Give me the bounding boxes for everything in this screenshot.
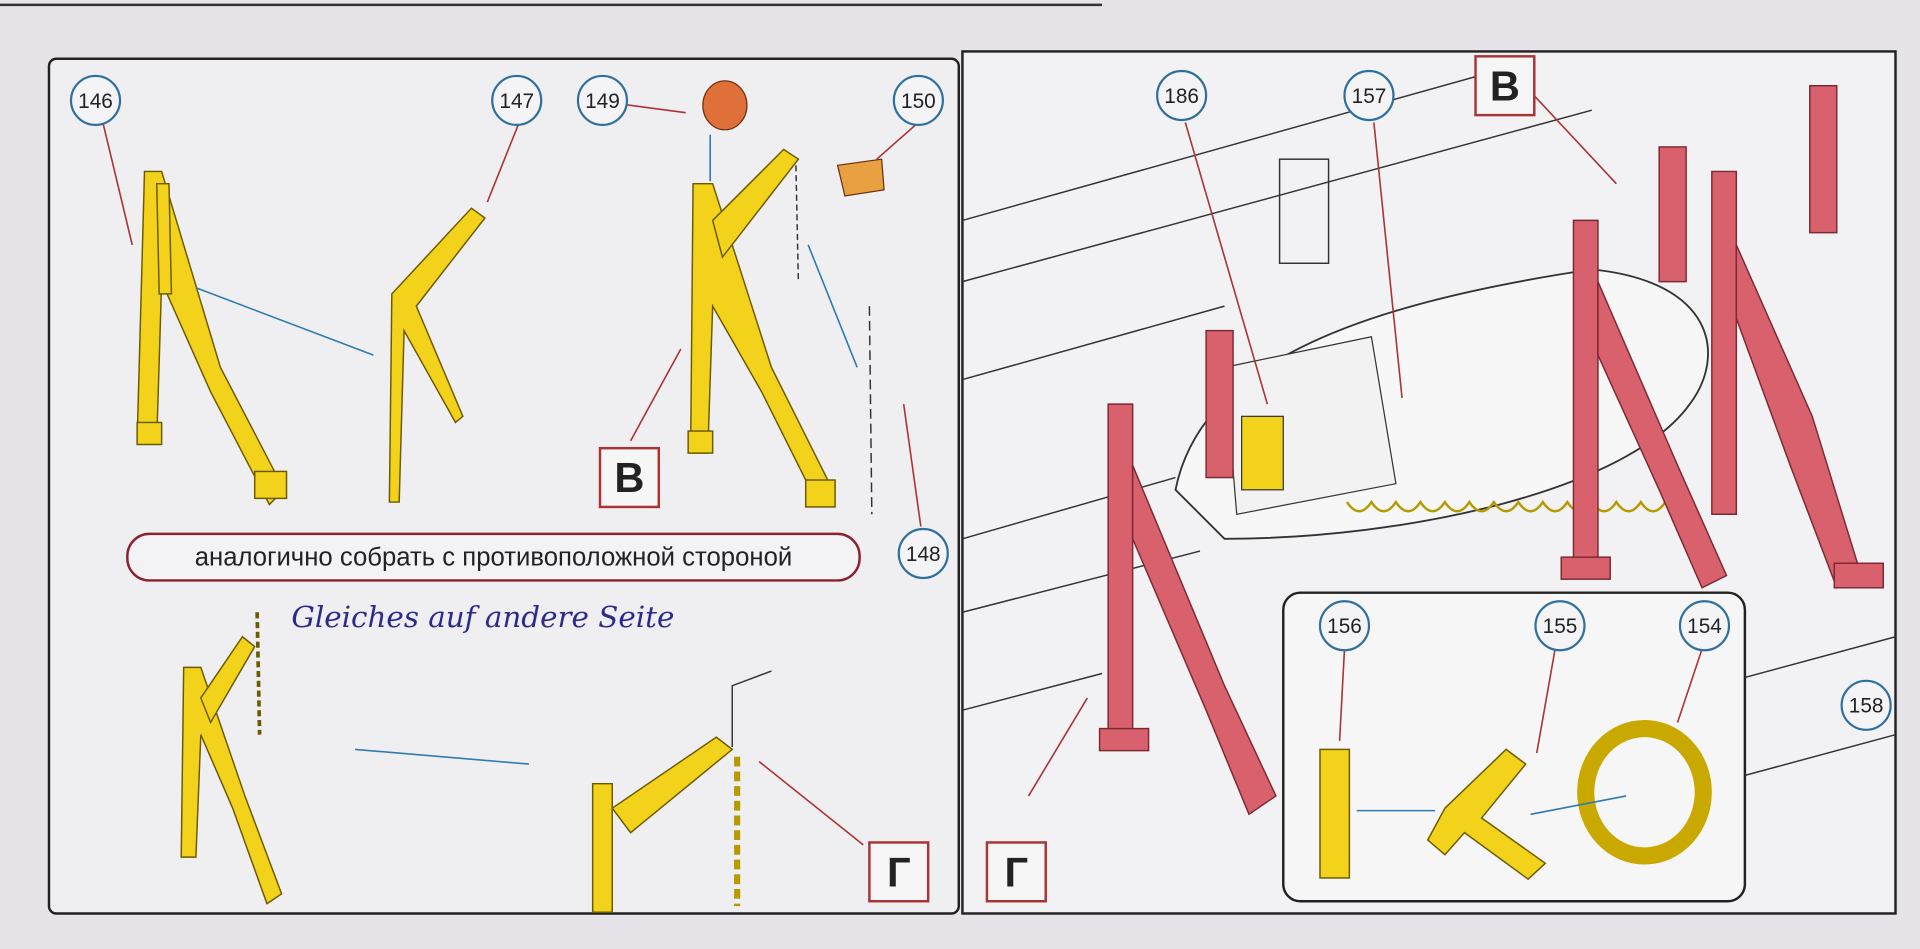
svg-text:аналогично собрать с противопо: аналогично собрать с противоположной сто… xyxy=(195,544,793,572)
callout-156: 156 xyxy=(1318,600,1371,652)
callout-150: 150 xyxy=(892,74,944,127)
davit-rear-2 xyxy=(1711,84,1884,589)
part-155 xyxy=(1426,748,1547,881)
svg-text:Г: Г xyxy=(887,849,911,896)
callout-155: 155 xyxy=(1534,600,1586,652)
svg-text:147: 147 xyxy=(499,90,534,113)
callout-186: 186 xyxy=(1156,69,1208,122)
svg-text:158: 158 xyxy=(1849,695,1884,718)
callout-157: 157 xyxy=(1343,69,1395,122)
davit-rear-1 xyxy=(1560,146,1728,589)
part-147-arm xyxy=(388,207,486,503)
part-149-pulley xyxy=(702,80,748,131)
handwritten-note: Gleiches auf andere Seite xyxy=(291,600,674,634)
davit-front xyxy=(1098,329,1277,816)
callout-149: 149 xyxy=(576,74,629,127)
right-panel: 186 157 156 155 154 158 В Г xyxy=(961,50,1897,915)
assembled-frame xyxy=(687,148,873,515)
callout-146: 146 xyxy=(69,74,122,127)
part-156 xyxy=(1319,748,1351,879)
callout-154: 154 xyxy=(1678,600,1731,652)
svg-text:186: 186 xyxy=(1164,85,1199,108)
detail-inset xyxy=(1282,591,1747,903)
assembly-note: аналогично собрать с противоположной сто… xyxy=(126,532,861,582)
svg-text:156: 156 xyxy=(1327,615,1362,638)
view-label-g-right: Г xyxy=(985,841,1047,903)
svg-text:Г: Г xyxy=(1005,849,1029,896)
view-label-v-right: В xyxy=(1474,55,1536,117)
frame-step-1 xyxy=(180,612,283,905)
svg-text:В: В xyxy=(1490,62,1520,109)
svg-text:154: 154 xyxy=(1687,615,1722,638)
part-150-block xyxy=(836,158,885,197)
view-label-g: Г xyxy=(868,841,930,903)
left-panel: 146 147 149 150 148 В Г аналогично собра… xyxy=(47,57,960,915)
view-label-v: В xyxy=(598,446,660,509)
svg-text:150: 150 xyxy=(901,90,936,113)
svg-text:149: 149 xyxy=(585,90,620,113)
svg-text:В: В xyxy=(614,454,644,501)
frame-step-2 xyxy=(591,670,864,913)
part-146-frame xyxy=(136,170,288,506)
callout-148: 148 xyxy=(897,527,949,580)
callout-147: 147 xyxy=(491,74,543,127)
callout-158: 158 xyxy=(1840,679,1892,731)
part-154-ring xyxy=(1577,720,1712,865)
svg-text:155: 155 xyxy=(1543,615,1578,638)
svg-text:146: 146 xyxy=(78,90,113,113)
svg-text:157: 157 xyxy=(1352,85,1387,108)
svg-text:148: 148 xyxy=(906,543,941,566)
